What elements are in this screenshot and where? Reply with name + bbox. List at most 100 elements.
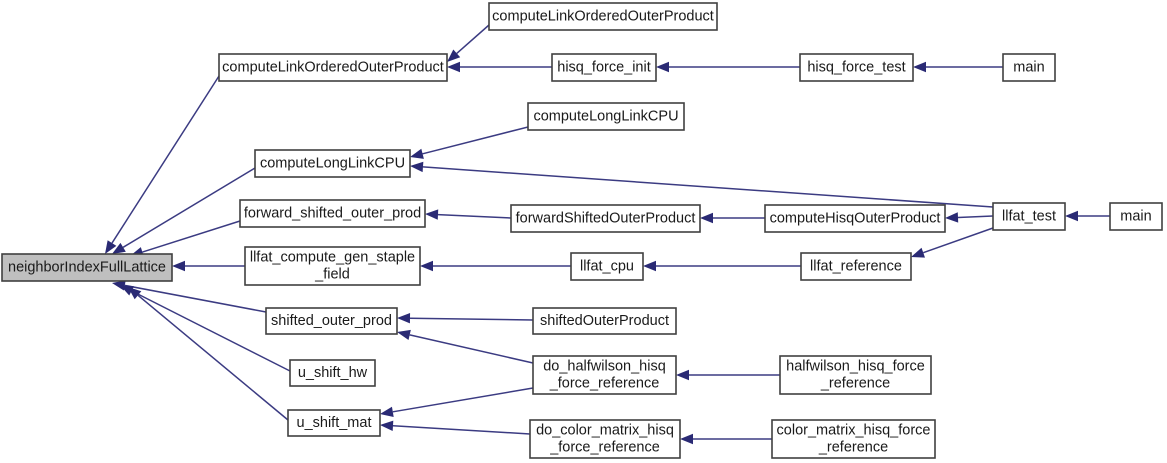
arrow-head-icon bbox=[643, 260, 656, 272]
graph-node[interactable]: u_shift_mat bbox=[287, 409, 381, 437]
edge-line bbox=[456, 24, 490, 54]
edge-line bbox=[111, 75, 220, 244]
graph-node[interactable]: computeLongLinkCPU bbox=[527, 102, 685, 131]
graph-node[interactable]: shifted_outer_prod bbox=[265, 307, 398, 335]
call-edge bbox=[911, 227, 994, 258]
node-box[interactable] bbox=[764, 204, 946, 233]
graph-node[interactable]: do_halfwilson_hisq_force_reference bbox=[532, 355, 677, 395]
arrow-head-icon bbox=[380, 406, 394, 417]
node-box[interactable] bbox=[799, 53, 914, 82]
call-edge bbox=[643, 260, 801, 272]
edge-line bbox=[131, 290, 291, 372]
arrow-head-icon bbox=[128, 287, 142, 300]
node-box[interactable] bbox=[488, 2, 718, 31]
arrow-head-icon bbox=[120, 285, 134, 296]
node-box[interactable] bbox=[779, 355, 932, 395]
node-box[interactable] bbox=[218, 53, 448, 82]
graph-node[interactable]: llfat_test bbox=[992, 202, 1066, 231]
call-edge bbox=[172, 260, 245, 272]
arrow-head-icon bbox=[945, 212, 959, 223]
arrow-head-icon bbox=[656, 61, 669, 73]
graph-node[interactable]: main bbox=[1002, 53, 1056, 82]
arrow-head-icon bbox=[913, 61, 926, 73]
call-edge bbox=[380, 387, 534, 417]
arrow-head-icon bbox=[420, 260, 433, 272]
edge-line bbox=[392, 425, 531, 435]
graph-node[interactable]: llfat_reference bbox=[800, 252, 912, 281]
graph-node[interactable]: computeHisqOuterProduct bbox=[764, 204, 946, 233]
node-box[interactable] bbox=[532, 307, 677, 335]
graph-node[interactable]: shiftedOuterProduct bbox=[532, 307, 677, 335]
arrow-head-icon bbox=[676, 369, 689, 381]
edge-line bbox=[437, 213, 512, 219]
graph-node[interactable]: forward_shifted_outer_prod bbox=[239, 199, 426, 228]
edge-line bbox=[124, 284, 267, 313]
graph-node[interactable]: halfwilson_hisq_force_reference bbox=[779, 355, 932, 395]
node-box[interactable] bbox=[1, 253, 173, 282]
node-box[interactable] bbox=[532, 355, 677, 395]
arrow-head-icon bbox=[425, 209, 439, 220]
call-edge bbox=[425, 209, 512, 220]
call-edge bbox=[420, 260, 571, 272]
node-box[interactable] bbox=[287, 409, 381, 437]
arrow-head-icon bbox=[911, 247, 925, 258]
edge-line bbox=[392, 387, 534, 413]
call-edge bbox=[700, 212, 765, 224]
call-edge bbox=[913, 61, 1003, 73]
graph-node[interactable]: llfat_compute_gen_staple_field bbox=[244, 246, 421, 286]
node-box[interactable] bbox=[1109, 202, 1163, 231]
call-edge bbox=[112, 167, 256, 254]
node-box[interactable] bbox=[265, 307, 398, 335]
graph-node[interactable]: computeLinkOrderedOuterProduct bbox=[488, 2, 718, 31]
call-edge bbox=[397, 312, 534, 324]
arrow-head-icon bbox=[172, 260, 185, 272]
arrow-head-icon bbox=[447, 61, 460, 73]
arrow-head-icon bbox=[410, 161, 424, 173]
node-box[interactable] bbox=[992, 202, 1066, 231]
call-edge bbox=[1065, 210, 1110, 222]
node-box[interactable] bbox=[551, 53, 657, 82]
graph-node[interactable]: hisq_force_init bbox=[551, 53, 657, 82]
node-box[interactable] bbox=[289, 359, 376, 387]
node-box[interactable] bbox=[239, 199, 426, 228]
call-edge bbox=[112, 280, 267, 313]
graph-node[interactable]: forwardShiftedOuterProduct bbox=[510, 204, 701, 233]
edge-layer bbox=[105, 24, 1110, 445]
edge-line bbox=[923, 227, 994, 254]
graph-node[interactable]: computeLongLinkCPU bbox=[254, 149, 411, 178]
edge-line bbox=[122, 167, 256, 248]
call-edge bbox=[945, 212, 994, 223]
edge-line bbox=[142, 220, 241, 253]
node-box[interactable] bbox=[570, 252, 644, 281]
graph-node-root[interactable]: neighborIndexFullLattice bbox=[1, 253, 173, 282]
node-box[interactable] bbox=[771, 419, 936, 459]
node-box[interactable] bbox=[1002, 53, 1056, 82]
call-edge bbox=[680, 433, 772, 445]
edge-line bbox=[409, 317, 534, 321]
call-edge bbox=[447, 61, 552, 73]
graph-node[interactable]: color_matrix_hisq_force_reference bbox=[771, 419, 936, 459]
graph-node[interactable]: main bbox=[1109, 202, 1163, 231]
node-box[interactable] bbox=[254, 149, 411, 178]
call-edge bbox=[120, 285, 291, 372]
node-box[interactable] bbox=[527, 102, 685, 131]
node-box[interactable] bbox=[510, 204, 701, 233]
node-box[interactable] bbox=[244, 246, 421, 286]
graph-node[interactable]: computeLinkOrderedOuterProduct bbox=[218, 53, 448, 82]
arrow-head-icon bbox=[447, 49, 461, 62]
node-box[interactable] bbox=[529, 419, 681, 459]
node-box[interactable] bbox=[800, 252, 912, 281]
graph-node[interactable]: u_shift_hw bbox=[289, 359, 376, 387]
graph-node[interactable]: llfat_cpu bbox=[570, 252, 644, 281]
edge-line bbox=[422, 126, 529, 155]
call-edge bbox=[380, 420, 531, 435]
graph-node[interactable]: hisq_force_test bbox=[799, 53, 914, 82]
arrow-head-icon bbox=[680, 433, 693, 445]
graph-node[interactable]: do_color_matrix_hisq_force_reference bbox=[529, 419, 681, 459]
arrow-head-icon bbox=[105, 240, 117, 254]
arrow-head-icon bbox=[1065, 210, 1078, 222]
arrow-head-icon bbox=[397, 329, 411, 340]
edge-line bbox=[137, 294, 289, 421]
